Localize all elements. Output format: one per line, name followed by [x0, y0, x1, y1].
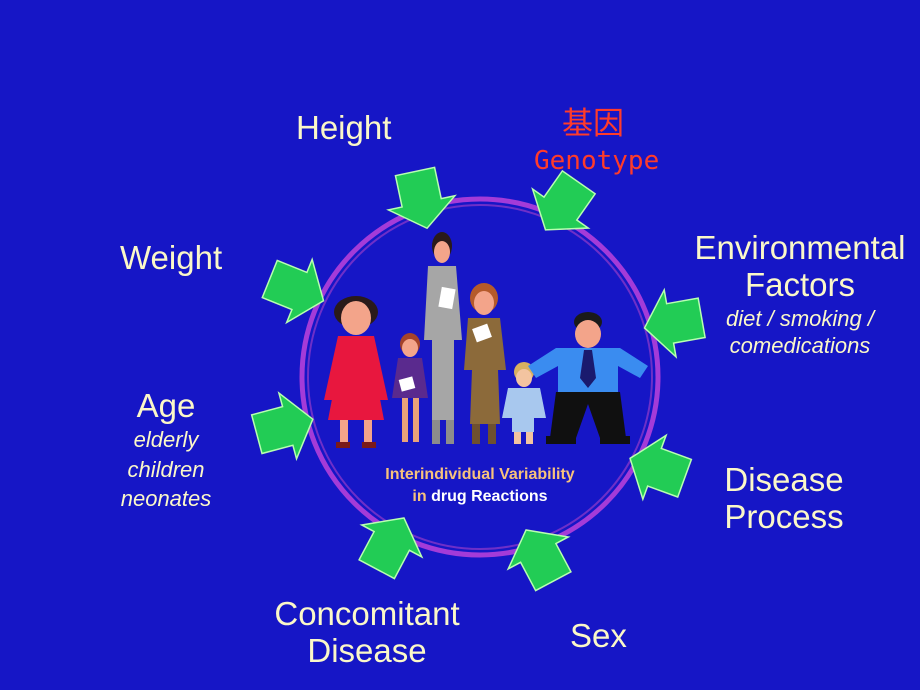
central-ring	[299, 196, 661, 558]
center-caption-prefix: in	[412, 487, 432, 505]
person-girl-purple-icon	[392, 333, 428, 442]
central-ring-inner	[307, 204, 653, 550]
label-process: Process	[724, 497, 844, 535]
label-age: Age	[136, 387, 196, 424]
center-caption-line-1: Interindividual Variability	[385, 466, 575, 483]
person-man-blue-icon	[528, 312, 648, 444]
label-concomitant-disease: Concomitant Disease	[262, 595, 472, 670]
label-age-detail-1: elderly	[133, 426, 199, 452]
label-disease: Disease	[724, 461, 844, 498]
people-group-icon	[324, 232, 648, 448]
label-factors: Factors	[744, 265, 856, 303]
person-woman-red-icon	[324, 296, 388, 448]
label-disease-process: Disease Process	[716, 461, 852, 536]
arrow-height-icon	[381, 163, 462, 237]
label-env-detail-1: diet / smoking /	[726, 305, 874, 331]
label-genotype-chinese: 基因	[562, 106, 624, 142]
center-caption: Interindividual Variability in drug Reac…	[340, 464, 620, 507]
label-age-group: Age elderly children neonates	[108, 387, 224, 514]
label-weight: Weight	[120, 239, 223, 276]
person-woman-brown-icon	[464, 283, 506, 444]
label-genotype: Genotype	[534, 146, 660, 176]
label-env-detail-2: comedications	[729, 332, 871, 358]
person-woman-grey-icon	[424, 232, 462, 444]
label-environmental: Environmental	[694, 229, 906, 266]
center-caption-rest: drug Reactions	[431, 487, 548, 505]
center-caption-line-2: in drug Reactions	[340, 486, 620, 508]
label-environmental-factors: Environmental Factors diet / smoking / c…	[686, 229, 914, 358]
label-age-detail-3: neonates	[120, 486, 212, 512]
arrow-sex-icon	[495, 513, 585, 598]
label-age-detail-2: children	[127, 456, 205, 482]
label-concomitant-disease-word: Disease	[307, 631, 427, 669]
label-height: Height	[296, 109, 392, 146]
label-sex: Sex	[570, 617, 627, 654]
label-concomitant: Concomitant	[274, 595, 460, 632]
